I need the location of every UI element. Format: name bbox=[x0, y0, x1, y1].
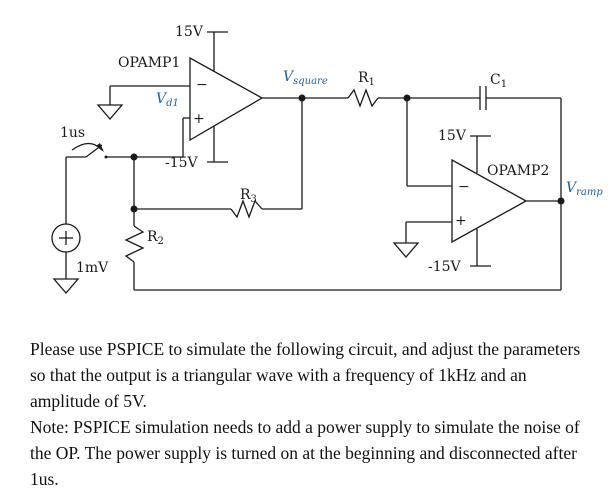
r3-label: R3 bbox=[240, 187, 257, 205]
opamp2-body bbox=[451, 158, 528, 244]
ground-symbol-opamp2 bbox=[392, 242, 420, 258]
vsquare-label: Vsquare bbox=[283, 69, 328, 87]
opamp1-vneg-label: -15V bbox=[165, 155, 199, 171]
ground-symbol-opamp1 bbox=[96, 104, 124, 120]
vramp-label: Vramp bbox=[566, 180, 603, 198]
problem-statement: Please use PSPICE to simulate the follow… bbox=[30, 336, 600, 492]
vd1-label: Vd1 bbox=[156, 91, 179, 109]
problem-note: Note: PSPICE simulation needs to add a p… bbox=[30, 417, 580, 489]
resistor-r2 bbox=[124, 225, 145, 263]
resistor-r1 bbox=[347, 88, 379, 108]
r2-label: R2 bbox=[147, 229, 164, 247]
r1-label: R1 bbox=[358, 70, 375, 88]
opamp1: − + OPAMP1 15V -15V bbox=[118, 24, 264, 171]
opamp2-label: OPAMP2 bbox=[487, 163, 549, 179]
vramp-node bbox=[557, 197, 565, 205]
opamp1-minus-sign: − bbox=[196, 77, 208, 93]
schematic: − + OPAMP1 15V -15V Vd1 Vsquare R3 R2 bbox=[51, 24, 603, 294]
source-value-label: 1mV bbox=[76, 260, 109, 276]
opamp2-minus-sign: − bbox=[458, 179, 470, 195]
opamp2-vneg-label: -15V bbox=[428, 259, 462, 275]
opamp1-plus-sign: + bbox=[193, 111, 205, 127]
opamp2-plus-sign: + bbox=[455, 213, 467, 229]
ground-symbol-source bbox=[52, 278, 80, 294]
opamp1-label: OPAMP1 bbox=[118, 55, 180, 71]
switch: 1us bbox=[60, 125, 134, 171]
opamp1-body bbox=[189, 56, 264, 142]
opamp2-vpos-label: 15V bbox=[438, 128, 467, 144]
c1-label: C1 bbox=[490, 72, 507, 90]
problem-text: Please use PSPICE to simulate the follow… bbox=[30, 339, 581, 411]
opamp2: − + OPAMP2 15V -15V bbox=[428, 128, 549, 275]
resistor-r3 bbox=[230, 199, 263, 219]
opamp1-vpos-label: 15V bbox=[175, 24, 204, 40]
switch-time-label: 1us bbox=[60, 125, 85, 141]
